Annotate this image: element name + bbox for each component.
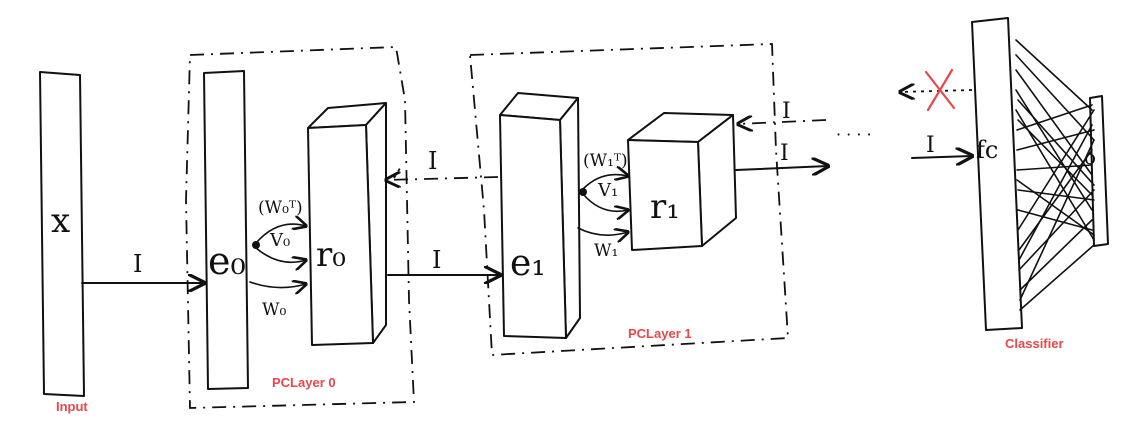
identity-label: I <box>428 147 437 175</box>
r0-block: r₀ <box>308 103 386 345</box>
classifier-block: fc o <box>972 18 1108 330</box>
w1t-label: (W₁ᵀ) <box>583 151 628 171</box>
to-classifier-connection: I <box>912 133 972 158</box>
junction-dot <box>579 188 587 196</box>
fully-connected-lines <box>1016 40 1094 310</box>
w1-label: W₁ <box>594 241 618 261</box>
fc-label: fc <box>976 136 998 164</box>
pclayer0-caption: PCLayer 0 <box>272 375 336 390</box>
e1-block: e₁ <box>500 93 580 338</box>
e1-label: e₁ <box>510 243 546 284</box>
classifier-caption: Classifier <box>1005 336 1064 351</box>
e0-block: e₀ <box>204 71 248 389</box>
input-caption: Input <box>56 399 88 414</box>
identity-label: I <box>432 246 441 274</box>
r1-forward-connection: I <box>736 141 828 170</box>
identity-label: I <box>133 250 142 278</box>
o-label: o <box>1084 145 1096 169</box>
input-to-e0-connection: I <box>82 250 204 283</box>
identity-label: I <box>780 141 789 166</box>
input-symbol: x <box>51 201 70 241</box>
r1-block: r₁ <box>628 113 736 250</box>
w0t-label: (W₀ᵀ) <box>258 198 303 218</box>
junction-dot <box>252 241 260 249</box>
w0-label: W₀ <box>262 300 286 320</box>
classifier-to-r1-feedback: I <box>738 99 826 124</box>
e0-r0-connections: (W₀ᵀ) V₀ W₀ <box>250 198 306 320</box>
v0-label: V₀ <box>269 230 290 251</box>
continuation-ellipsis: · · · · <box>836 125 872 144</box>
v1-label: V₁ <box>597 180 618 201</box>
r0-label: r₀ <box>316 235 346 275</box>
r1-label: r₁ <box>650 187 680 227</box>
e1-to-r0-feedback: I <box>386 147 498 180</box>
identity-label: I <box>782 99 791 124</box>
input-block: x <box>40 72 84 396</box>
pclayer1-caption: PCLayer 1 <box>628 326 692 341</box>
e0-label: e₀ <box>208 239 246 283</box>
red-x-cross-icon <box>926 70 954 110</box>
e1-r1-connections: (W₁ᵀ) V₁ W₁ <box>578 151 628 261</box>
blocked-feedback <box>900 70 972 110</box>
r0-to-e1-connection: I <box>388 246 500 275</box>
identity-label: I <box>926 133 935 158</box>
